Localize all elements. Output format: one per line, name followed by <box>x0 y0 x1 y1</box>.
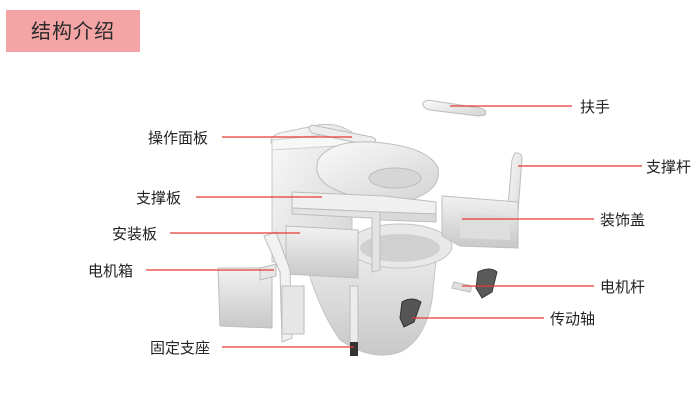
label-motor-box: 电机箱 <box>88 262 134 280</box>
motor-rod-part <box>451 268 498 299</box>
leader-lines <box>146 105 642 348</box>
motor-box-part <box>217 263 277 329</box>
title-banner: 结构介绍 <box>6 10 140 52</box>
page-title: 结构介绍 <box>31 19 115 43</box>
label-fixed-base: 固定支座 <box>150 339 211 357</box>
label-decorative-cover: 装饰盖 <box>600 211 646 229</box>
seat-part <box>316 141 439 202</box>
label-control-panel: 操作面板 <box>148 129 209 147</box>
left-frame-part <box>263 231 305 343</box>
label-armrest: 扶手 <box>580 98 611 116</box>
label-support-plate: 支撑板 <box>136 189 182 207</box>
fixed-base-part <box>349 285 359 356</box>
label-drive-shaft: 传动轴 <box>550 310 596 328</box>
drive-shaft-part <box>399 298 422 328</box>
armrest-part <box>422 99 487 117</box>
mounting-plate-part <box>285 225 359 279</box>
label-mounting-plate: 安装板 <box>112 225 158 243</box>
decorative-cover-part <box>441 195 519 249</box>
support-plate-part <box>291 191 437 273</box>
label-support-rod: 支撑杆 <box>646 158 692 176</box>
label-motor-rod: 电机杆 <box>600 278 646 296</box>
